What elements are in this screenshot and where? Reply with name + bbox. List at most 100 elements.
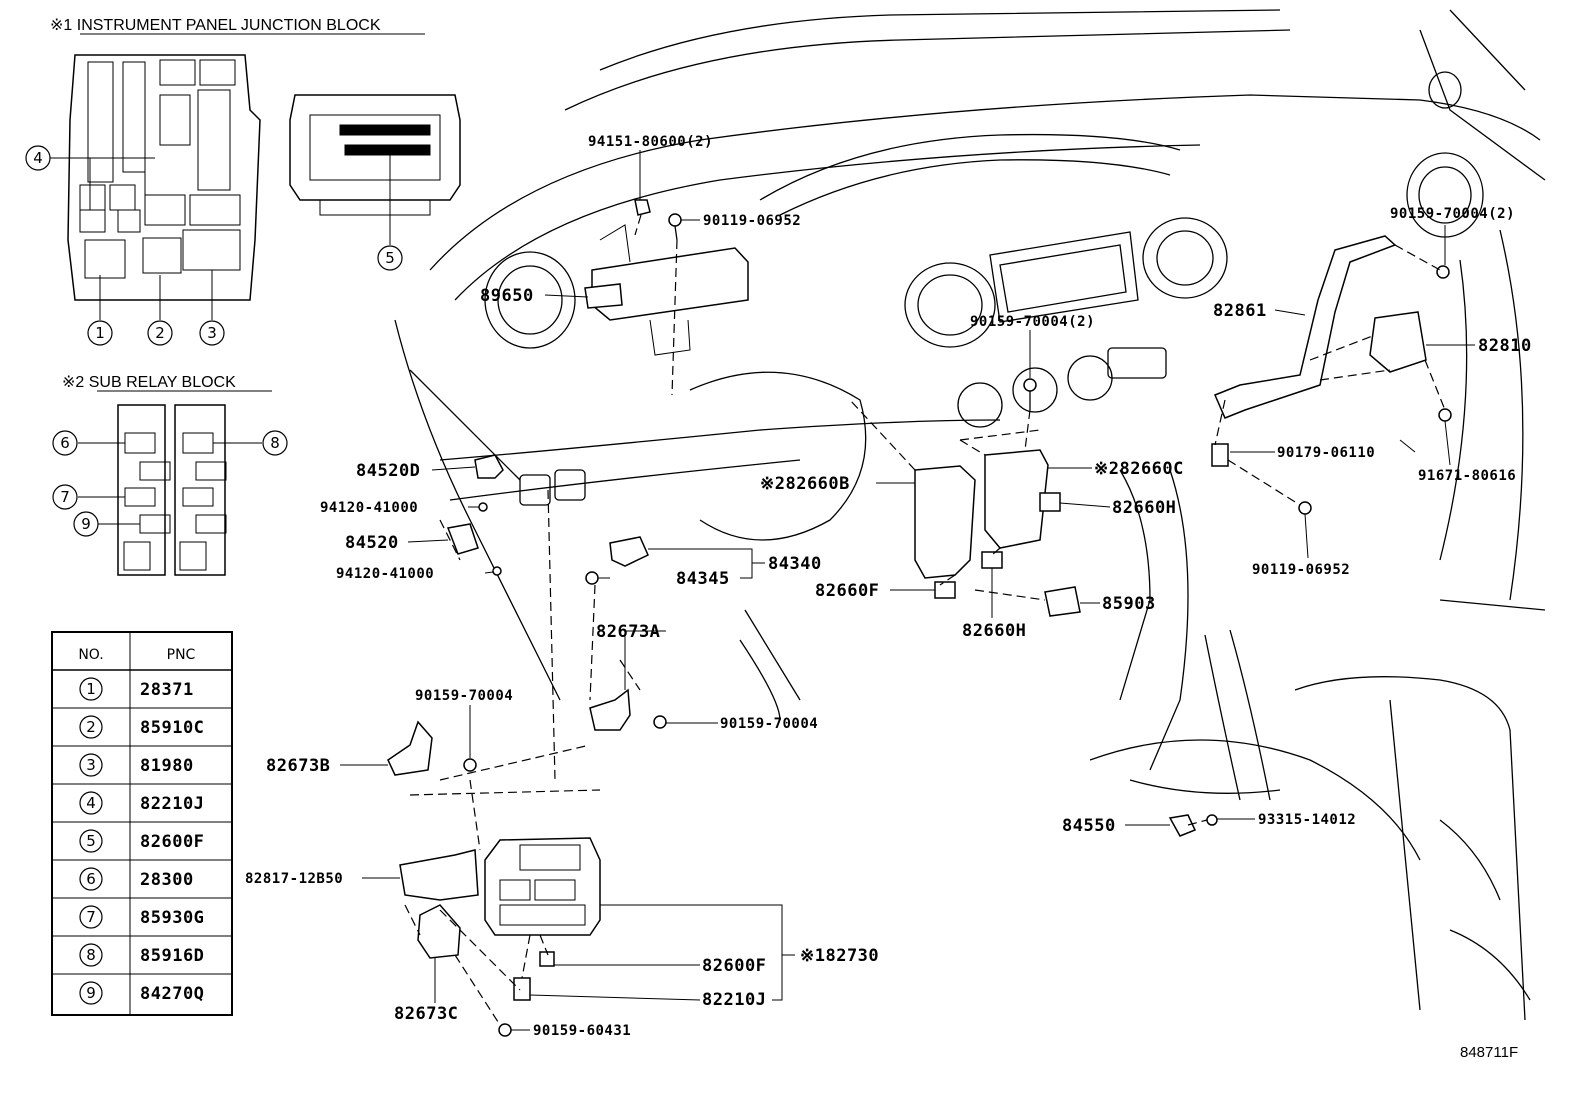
svg-text:5: 5 — [385, 249, 395, 267]
svg-text:4: 4 — [33, 149, 43, 167]
label-89650: 89650 — [480, 286, 534, 306]
label-82817-12b50: 82817-12B50 — [245, 871, 343, 887]
label-90119-06952-a: 90119-06952 — [703, 213, 801, 229]
sub-callout-8: 8 — [262, 430, 288, 456]
label-90119-06952-b: 90119-06952 — [1252, 562, 1350, 578]
instrument-panel-junction-block-inset: ※1 INSTRUMENT PANEL JUNCTION BLOCK — [25, 17, 461, 346]
table-header-no: NO. — [78, 647, 103, 663]
label-84550: 84550 — [1062, 816, 1116, 836]
label-84345: 84345 — [676, 569, 730, 589]
dashboard-outline — [394, 9, 1546, 1021]
table-row-pnc: 84270Q — [140, 984, 204, 1004]
label-94120-41000-a: 94120-41000 — [320, 500, 418, 516]
table-row: 8 85916D — [79, 943, 204, 967]
label-82660h-a: 82660H — [1112, 498, 1176, 518]
table-row: 4 82210J — [79, 791, 204, 815]
table-row: 2 85910C — [79, 715, 204, 739]
label-82660h-b: 82660H — [962, 621, 1026, 641]
table-row-pnc: 81980 — [140, 756, 194, 776]
label-82660c: ※282660C — [1094, 459, 1184, 479]
table-row-no: 6 — [86, 870, 96, 888]
table-row-pnc: 82210J — [140, 794, 204, 814]
label-90159-70004-right: 90159-70004(2) — [1390, 206, 1515, 222]
ij-callout-2: 2 — [147, 320, 173, 346]
sub-callout-7: 7 — [52, 484, 78, 510]
label-82730: ※182730 — [800, 946, 879, 966]
table-row-no: 7 — [86, 908, 96, 926]
sub-block-title: ※2 SUB RELAY BLOCK — [62, 374, 236, 391]
table-row-callout-circle — [79, 943, 103, 967]
label-90159-70004-b: 90159-70004 — [720, 716, 818, 732]
label-82660f: 82660F — [815, 581, 879, 601]
table-row-pnc: 28371 — [140, 680, 194, 700]
part-drawings — [387, 199, 1452, 1037]
svg-text:6: 6 — [60, 434, 70, 452]
label-82660b: ※282660B — [760, 474, 850, 494]
table-row-no: 2 — [86, 718, 96, 736]
table-row-no: 3 — [86, 756, 96, 774]
table-row-callout-circle — [79, 905, 103, 929]
table-row-pnc: 82600F — [140, 832, 204, 852]
table-row-no: 9 — [86, 984, 96, 1002]
svg-text:7: 7 — [60, 488, 70, 506]
table-row-callout-circle — [79, 791, 103, 815]
ij-callout-1: 1 — [87, 320, 113, 346]
sub-callout-6: 6 — [52, 430, 78, 456]
svg-text:1: 1 — [95, 324, 105, 342]
sub-relay-block-inset: ※2 SUB RELAY BLOCK 6 7 8 9 — [52, 374, 288, 576]
label-84340: 84340 — [768, 554, 822, 574]
ij-callout-4: 4 — [25, 145, 51, 171]
table-row-no: 5 — [86, 832, 96, 850]
table-row: 9 84270Q — [79, 981, 204, 1005]
label-94120-41000-b: 94120-41000 — [336, 566, 434, 582]
label-93315-14012: 93315-14012 — [1258, 812, 1356, 828]
table-row-callout-circle — [79, 677, 103, 701]
label-82673c: 82673C — [394, 1004, 458, 1024]
label-91671-80616: 91671-80616 — [1418, 468, 1516, 484]
table-row: 6 28300 — [79, 867, 194, 891]
sub-callout-9: 9 — [73, 511, 99, 537]
table-row-callout-circle — [79, 753, 103, 777]
table-row-pnc: 85930G — [140, 908, 204, 928]
figure-code: 848711F — [1460, 1044, 1518, 1061]
table-row-callout-circle — [79, 867, 103, 891]
table-row: 3 81980 — [79, 753, 194, 777]
label-84520d: 84520D — [356, 461, 420, 481]
table-row-no: 8 — [86, 946, 96, 964]
table-row: 1 28371 — [79, 677, 194, 701]
assembly-dashed-lines — [404, 214, 1446, 1026]
table-row: 7 85930G — [79, 905, 204, 929]
label-82810: 82810 — [1478, 336, 1532, 356]
svg-text:8: 8 — [270, 434, 280, 452]
label-82600f: 82600F — [702, 956, 766, 976]
svg-text:9: 9 — [81, 515, 91, 533]
label-90159-60431: 90159-60431 — [533, 1023, 631, 1039]
table-row-pnc: 85916D — [140, 946, 204, 966]
label-82861: 82861 — [1213, 301, 1267, 321]
ij-callout-5: 5 — [377, 245, 403, 271]
ij-block-title: ※1 INSTRUMENT PANEL JUNCTION BLOCK — [50, 17, 381, 34]
leader-lines — [340, 150, 1475, 1031]
label-85903: 85903 — [1102, 594, 1156, 614]
table-row-pnc: 85910C — [140, 718, 204, 738]
table-row-callout-circle — [79, 981, 103, 1005]
svg-text:3: 3 — [207, 324, 217, 342]
label-82210j: 82210J — [702, 990, 766, 1010]
label-82673b: 82673B — [266, 756, 330, 776]
table-row-callout-circle — [79, 829, 103, 853]
label-90179-06110: 90179-06110 — [1277, 445, 1375, 461]
label-94151-80600: 94151-80600(2) — [588, 134, 713, 150]
svg-text:2: 2 — [155, 324, 165, 342]
ij-callout-3: 3 — [199, 320, 225, 346]
label-82673a: 82673A — [596, 622, 660, 642]
part-number-labels: 94151-80600(2) 90119-06952 89650 84520D … — [245, 134, 1532, 1061]
label-90159-70004-center: 90159-70004(2) — [970, 314, 1095, 330]
table-row-no: 4 — [86, 794, 96, 812]
table-row-pnc: 28300 — [140, 870, 194, 890]
table-row: 5 82600F — [79, 829, 204, 853]
label-90159-70004-a: 90159-70004 — [415, 688, 513, 704]
table-row-no: 1 — [86, 680, 96, 698]
label-84520: 84520 — [345, 533, 399, 553]
table-header-pnc: PNC — [167, 647, 196, 663]
